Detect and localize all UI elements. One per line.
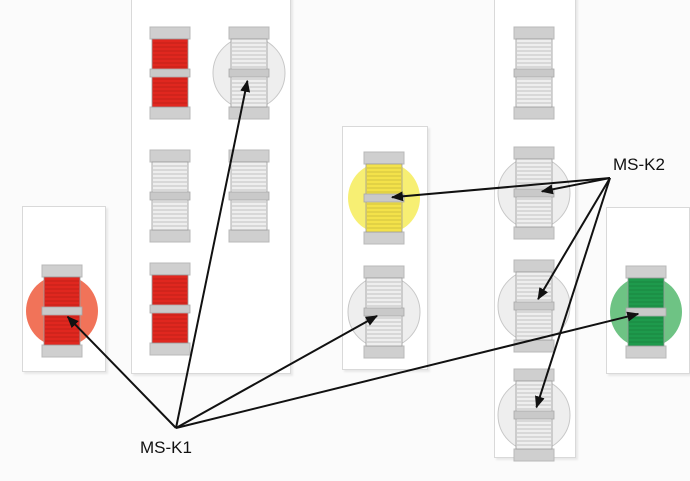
ms-k1-label: MS-K1 — [140, 438, 192, 457]
spool-tall-column-panel-2 — [497, 146, 571, 240]
spool-left-panel-1 — [26, 264, 98, 358]
callout-arrow-k2-tall-column-panel-4 — [535, 177, 611, 409]
spool-double-column-panel-1 — [149, 26, 191, 120]
spool-tall-column-panel-4 — [497, 368, 571, 462]
spool-tall-column-panel-1 — [513, 26, 555, 120]
callout-arrow-k1-center-panel-2 — [175, 315, 378, 429]
spool-right-panel-1 — [610, 265, 682, 359]
callout-arrow-k2-tall-column-panel-3 — [537, 177, 611, 300]
callout-arrow-k2-tall-column-panel-2 — [540, 177, 611, 195]
ms-k2-label: MS-K2 — [613, 155, 665, 174]
spool-tall-column-panel-3 — [497, 259, 571, 353]
callout-arrow-k1-double-column-panel-2 — [175, 79, 251, 429]
spool-double-column-panel-3 — [149, 149, 191, 243]
spool-double-column-panel-4 — [228, 149, 270, 243]
callout-arrow-k1-left-panel-1 — [66, 316, 177, 429]
spool-double-column-panel-5 — [149, 262, 191, 356]
spool-double-column-panel-2 — [212, 26, 286, 120]
spool-center-panel-1 — [348, 151, 420, 245]
spool-center-panel-2 — [347, 265, 421, 359]
callout-arrow-k2-center-panel-1 — [390, 177, 611, 202]
callout-arrow-k1-right-panel-1 — [175, 311, 640, 429]
